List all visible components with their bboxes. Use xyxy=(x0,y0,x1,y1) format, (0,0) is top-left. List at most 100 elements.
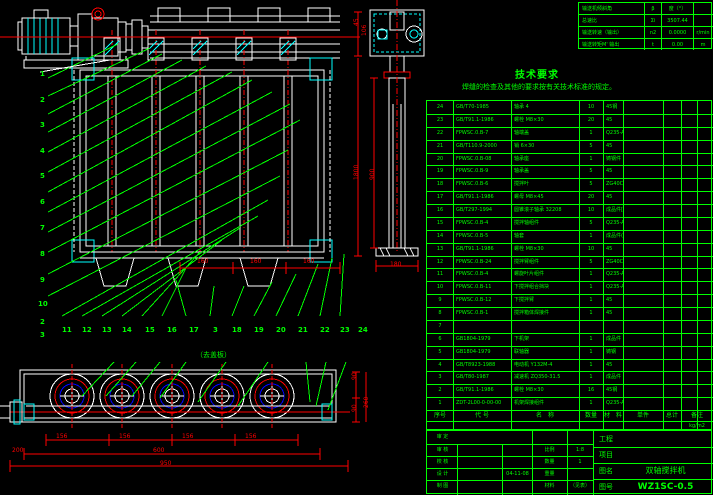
bom-row-8-name: 圆锥滚子轴承 32208 xyxy=(514,206,562,213)
spec-row-3-unit: m xyxy=(700,41,706,48)
spec-row-0-unit xyxy=(694,4,712,14)
bom-row-23-qty: 1 xyxy=(589,399,593,406)
spec-row-2-name: 输送转速（输出） xyxy=(582,29,623,36)
bom-row-8-qty: 10 xyxy=(587,206,595,213)
tb-row-4-label: 制 图 xyxy=(436,482,449,489)
bom-row-2-qty: 1 xyxy=(589,129,593,136)
balloon-18: 18 xyxy=(232,326,242,334)
dim-side-1800: 1800 xyxy=(353,164,360,180)
bom-row-23-code: ZDT-2L00-0-00-00 xyxy=(456,399,502,406)
bom-row-16-qty: 1 xyxy=(589,309,593,316)
bom-row-15-name: 下搅拌臂 xyxy=(514,296,535,303)
bom-row-22-material: 45钢 xyxy=(606,386,618,393)
bom-row-8-material: 成品件[35×80×22] xyxy=(606,206,624,213)
bom-row-3-material: 45 xyxy=(606,142,613,149)
balloon-15: 15 xyxy=(145,326,155,334)
tb-row-1-value xyxy=(458,445,502,455)
tech-notes-title: 技术要求 xyxy=(515,70,559,81)
bom-row-5-code: FPWSC.0.B-9 xyxy=(456,167,489,174)
bom-row-11-code: GB/T91.1-1986 xyxy=(456,245,494,252)
bom-row-3-item: 21 xyxy=(436,142,444,149)
bom-row-14-qty: 1 xyxy=(589,283,593,290)
tb-item-value xyxy=(619,448,712,462)
dim-plan-total: 950 xyxy=(160,460,172,467)
dim-plan-4: 156 xyxy=(245,433,257,440)
dim-side-base: 180 xyxy=(390,261,402,268)
bom-row-2-name: 轴端盖 xyxy=(514,129,530,136)
bom-row-15-qty: 1 xyxy=(589,296,593,303)
balloon-3b: 3 xyxy=(213,326,218,334)
spec-row-1-unit xyxy=(694,16,712,26)
bom-row-9-code: FPWSC.0.B-4 xyxy=(456,219,489,226)
bom-row-19-name: 联轴器 xyxy=(514,348,530,355)
bom-row-13-name: 螺旋叶片组件 xyxy=(514,270,545,277)
balloon-6: 6 xyxy=(40,198,45,206)
spec-row-2-symbol: n2 xyxy=(649,29,657,36)
bom-header-material: 材 料 xyxy=(604,411,622,419)
spec-row-1-name: 总速比 xyxy=(582,17,598,24)
tb-row-4-date xyxy=(503,481,532,491)
bom-row-3-code: GB/T110.9-2000 xyxy=(456,142,497,149)
bom-row-4-qty: 1 xyxy=(589,155,593,162)
tb-scale-label: 比例 xyxy=(544,446,555,453)
bom-row-19-code: GB1804-1979 xyxy=(456,348,491,355)
spec-row-2-value: 0.0000 xyxy=(668,29,687,36)
dim-side-top-45: 45 xyxy=(353,18,360,26)
spec-row-1-value: 3507.44 xyxy=(667,17,688,24)
bom-row-6-item: 18 xyxy=(436,180,444,187)
bom-row-9-material: Q235-A xyxy=(606,219,624,226)
bom-row-17-qty xyxy=(580,321,602,332)
bom-row-8-code: GB/T297-1994 xyxy=(456,206,493,213)
tb-dwg-name-label: 图名 xyxy=(599,466,613,475)
dim-plan-2: 156 xyxy=(119,433,131,440)
balloon-11: 11 xyxy=(62,326,72,334)
bom-row-21-name: 减速机 ZQ350-31.5 xyxy=(514,373,561,380)
bom-row-21-item: 3 xyxy=(438,373,442,380)
dim-plan-rv1: 90 xyxy=(351,372,358,380)
bom-row-4-material: 铸钢件 xyxy=(606,155,622,162)
bom-row-22-qty: 16 xyxy=(587,386,595,393)
bom-row-2-item: 22 xyxy=(436,129,444,136)
bom-row-7-name: 螺母 M8×45 xyxy=(514,193,544,200)
bom-row-13-code: FPWSC.0.B-4 xyxy=(456,270,489,277)
bom-row-20-material: 45 xyxy=(606,361,613,368)
bom-row-5-item: 19 xyxy=(436,167,444,174)
bom-row-0-material: 45钢 xyxy=(606,103,618,110)
bom-row-8-item: 16 xyxy=(436,206,444,213)
bom-row-12-name: 搅拌臂组件 xyxy=(514,258,540,265)
bom-row-12-qty: 5 xyxy=(589,258,593,265)
bom-row-17-material xyxy=(604,321,624,332)
bom-row-2-code: FPWSC.0.B-7 xyxy=(456,129,489,136)
bom-row-10-name: 轴套 xyxy=(514,232,525,239)
tb-material-label: 材料 xyxy=(544,482,555,489)
plan-view-label: （去盖板） xyxy=(196,351,231,359)
bom-row-1-material: 45 xyxy=(606,116,613,123)
bom-row-19-material: 铸钢 xyxy=(606,348,617,355)
bom-row-6-material: ZG40Cr-5-5 xyxy=(606,180,624,187)
balloon-3: 3 xyxy=(40,121,45,129)
bom-row-16-material: 45 xyxy=(606,309,613,316)
tb-row-3-date: 04-11-08 xyxy=(506,470,529,477)
bom-row-9-item: 15 xyxy=(436,219,444,226)
balloon-24: 24 xyxy=(358,326,368,334)
tb-row-2-label: 校 核 xyxy=(436,458,449,465)
bom-row-9-qty: 5 xyxy=(589,219,593,226)
bom-row-1-code: GB/T91.1-1986 xyxy=(456,116,494,123)
bom-row-3-name: 销 6×30 xyxy=(514,142,535,149)
bom-row-20-name: 电动机 Y132M-4 xyxy=(514,361,553,368)
balloon-10: 10 xyxy=(38,300,48,308)
tb-row-3-label: 设 计 xyxy=(436,470,449,477)
tb-project-value xyxy=(619,432,712,446)
front-dimension-chain xyxy=(179,262,341,274)
tb-project-label: 工程 xyxy=(599,434,613,443)
dim-side-top-106: 106 xyxy=(361,24,368,36)
bom-row-18-code: GB1804-1979 xyxy=(456,335,491,342)
bom-row-21-code: GB/T80-1987 xyxy=(456,373,489,380)
bom-row-22-item: 2 xyxy=(438,386,442,393)
bom-row-10-code: FPWSC.0.B-5 xyxy=(456,232,489,239)
bom-row-12-material: ZG40Cr-5-5 xyxy=(606,258,624,265)
bom-header-code: 代 号 xyxy=(475,411,489,419)
bom-row-23-item: 1 xyxy=(438,399,442,406)
bom-row-4-code: FPWSC.0.B-08 xyxy=(456,155,492,162)
